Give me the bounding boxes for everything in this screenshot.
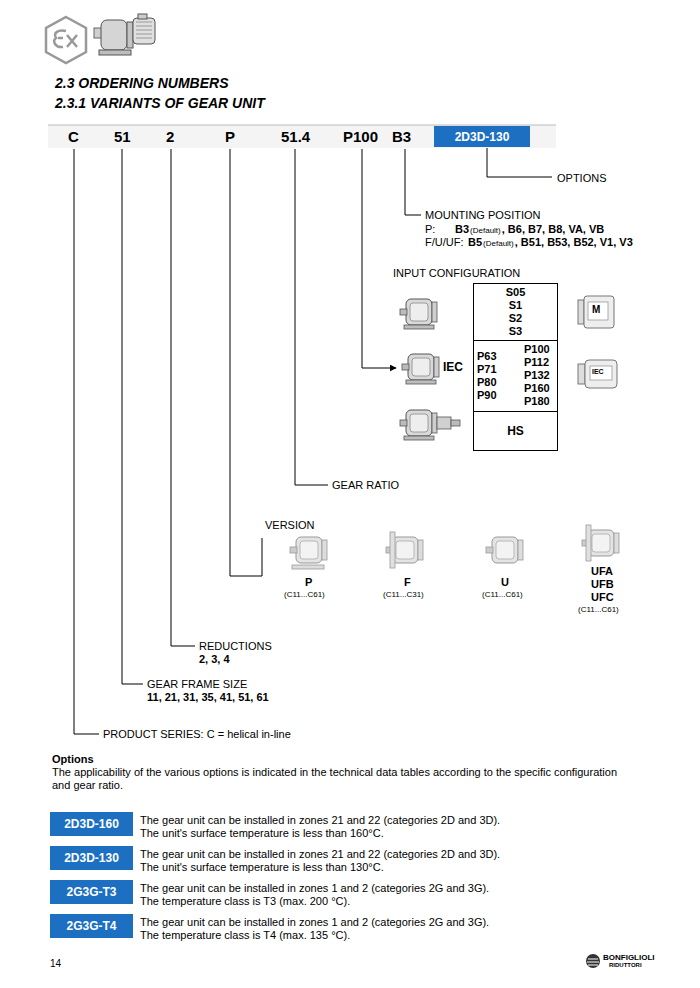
annotation-text: The gear unit can be installed in zones … bbox=[140, 814, 500, 827]
version-p-foot bbox=[292, 565, 324, 569]
annotation-text: , B6, B7, B8, VA, VB bbox=[502, 223, 605, 236]
annotation-text: REDUCTIONS bbox=[199, 640, 272, 653]
node-text: S2 bbox=[509, 312, 522, 325]
annotation-text: P: bbox=[425, 223, 435, 236]
option-code-box: 2D3D-160 bbox=[50, 812, 133, 836]
annotation-text: (C11...C61) bbox=[578, 605, 619, 614]
node-text: P71 bbox=[477, 363, 497, 376]
annotation-text: Options bbox=[52, 753, 94, 766]
node-text: P132 bbox=[524, 369, 550, 382]
node-text: 2D3D-130 bbox=[455, 130, 510, 144]
node-text: S3 bbox=[509, 325, 522, 338]
annotation-text: GEAR FRAME SIZE bbox=[147, 678, 247, 691]
annotation-text: UFB bbox=[591, 578, 614, 591]
node-text: HS bbox=[507, 425, 524, 438]
code-field: 51.4 bbox=[281, 128, 310, 145]
node-text: P180 bbox=[524, 395, 550, 408]
annotation-text: (C11...C31) bbox=[383, 590, 424, 599]
node-text: P90 bbox=[477, 389, 497, 402]
annotation-text: F/U/UF: bbox=[425, 236, 464, 249]
annotation-text: PRODUCT SERIES: C = helical in-line bbox=[103, 728, 291, 741]
annotation-text: The unit's surface temperature is less t… bbox=[140, 827, 384, 840]
version-p-icon bbox=[290, 537, 327, 563]
code-field: 51 bbox=[114, 128, 131, 145]
section-heading: 2.3.1 VARIANTS OF GEAR UNIT bbox=[55, 95, 265, 111]
annotation-text: BONFIGLIOLI bbox=[603, 953, 655, 962]
motor-icon bbox=[578, 296, 614, 328]
annotation-text: UFA bbox=[591, 565, 613, 578]
node-text: P80 bbox=[477, 376, 497, 389]
input-config-cell: S05S1S2S3 bbox=[473, 283, 558, 341]
node-text: P63 bbox=[477, 350, 497, 363]
option-code-box: 2G3G-T3 bbox=[50, 880, 133, 904]
node-text: S1 bbox=[509, 299, 522, 312]
code-field: B3 bbox=[392, 128, 411, 145]
annotation-text: 14 bbox=[50, 958, 61, 970]
annotation-text: (C11...C61) bbox=[482, 590, 523, 599]
page-heading: 2.3 ORDERING NUMBERS bbox=[55, 75, 228, 91]
gear-motor-icon bbox=[94, 14, 155, 55]
node-text: 2D3D-130 bbox=[64, 851, 119, 865]
annotation-text: GEAR RATIO bbox=[332, 479, 399, 492]
code-field: 2 bbox=[166, 128, 174, 145]
bonfiglioli-logo bbox=[586, 954, 600, 968]
annotation-text: B5 bbox=[468, 236, 482, 249]
annotation-text: The applicability of the various options… bbox=[52, 766, 632, 792]
annotation-text: U bbox=[501, 576, 509, 589]
gear-unit-hs-icon bbox=[400, 410, 460, 440]
annotation-text: The gear unit can be installed in zones … bbox=[140, 882, 489, 895]
annotation-text: 11, 21, 31, 35, 41, 51, 61 bbox=[147, 691, 269, 704]
node-text: 2D3D-160 bbox=[64, 817, 119, 831]
input-config-cell: HS bbox=[473, 411, 558, 451]
gear-unit-icon bbox=[400, 299, 437, 329]
atex-logo bbox=[46, 17, 86, 63]
option-code-box: 2D3D-130 bbox=[434, 126, 530, 147]
annotation-text: (Default) bbox=[483, 239, 514, 248]
annotation-text: The temperature class is T3 (max. 200 °C… bbox=[140, 895, 350, 908]
annotation-text: The temperature class is T4 (max. 135 °C… bbox=[140, 929, 350, 942]
annotation-text: The unit's surface temperature is less t… bbox=[140, 861, 384, 874]
annotation-text: RIDUTTORI bbox=[609, 962, 642, 969]
option-code-box: 2D3D-130 bbox=[50, 846, 133, 870]
annotation-text: P bbox=[305, 576, 312, 589]
annotation-text: , B51, B53, B52, V1, V3 bbox=[515, 236, 633, 249]
node-text: P100 bbox=[524, 343, 550, 356]
annotation-text: OPTIONS bbox=[557, 172, 607, 185]
node-text: P160 bbox=[524, 382, 550, 395]
iec-adapter-icon bbox=[578, 360, 617, 388]
option-code-box: 2G3G-T4 bbox=[50, 914, 133, 938]
node-text: 2G3G-T3 bbox=[66, 885, 116, 899]
annotation-text: The gear unit can be installed in zones … bbox=[140, 916, 489, 929]
annotation-text: MOUNTING POSITION bbox=[425, 209, 541, 222]
gear-unit-iec-icon bbox=[402, 354, 439, 384]
annotation-text: 2, 3, 4 bbox=[199, 653, 230, 666]
annotation-text: (C11...C61) bbox=[284, 590, 325, 599]
version-u-icon bbox=[486, 537, 523, 563]
annotation-text: IEC bbox=[443, 361, 463, 375]
node-text: S05 bbox=[506, 286, 526, 299]
annotation-text: VERSION bbox=[265, 519, 315, 532]
annotation-text: M bbox=[592, 304, 600, 316]
annotation-text: IEC bbox=[592, 368, 604, 376]
node-text: 2G3G-T4 bbox=[66, 919, 116, 933]
code-field: P100 bbox=[343, 128, 378, 145]
annotation-text: F bbox=[404, 576, 411, 589]
annotation-text: B3 bbox=[455, 223, 469, 236]
code-field: P bbox=[225, 128, 235, 145]
annotation-text: UFC bbox=[591, 591, 614, 604]
annotation-text: (Default) bbox=[470, 226, 501, 235]
node-text: P112 bbox=[524, 356, 549, 369]
version-f-icon bbox=[386, 532, 423, 568]
version-uf-icon bbox=[582, 525, 619, 561]
input-config-cell: P63P71P80P90 P100P112P132P160P180 bbox=[473, 340, 558, 412]
code-band bbox=[48, 125, 556, 148]
code-field: C bbox=[68, 128, 79, 145]
annotation-text: INPUT CONFIGURATION bbox=[393, 267, 520, 280]
annotation-text: The gear unit can be installed in zones … bbox=[140, 848, 500, 861]
